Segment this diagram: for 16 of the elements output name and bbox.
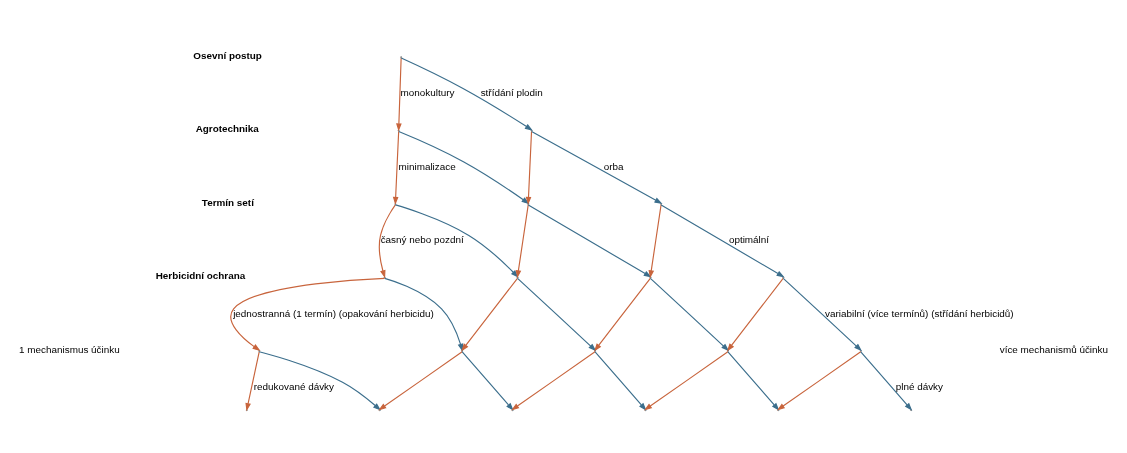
label: Herbicidní ochrana (155, 270, 246, 282)
label: Osevní postup (193, 49, 262, 61)
edge-label: střídání plodin (480, 87, 543, 99)
edge-label: časný nebo pozdní (380, 234, 464, 246)
edge-label: orba (603, 160, 624, 172)
label: Agrotechnika (195, 123, 259, 135)
edge-label: variabilní (více termínů) (střídání herbicidů) (825, 307, 1014, 319)
edge-label: minimalizace (398, 160, 456, 172)
edge-label: redukované dávky (253, 381, 335, 393)
edge-label: jednostranná (1 termín) (opakování herbicidu) (233, 307, 434, 319)
label: více mechanismů účinku (999, 344, 1109, 356)
label: 1 mechanismus účinku (19, 344, 120, 356)
edge-label: optimální (728, 234, 770, 246)
edge-label: plné dávky (895, 381, 944, 393)
edge-label: monokultury (400, 87, 455, 99)
label: Termín setí (201, 196, 254, 208)
